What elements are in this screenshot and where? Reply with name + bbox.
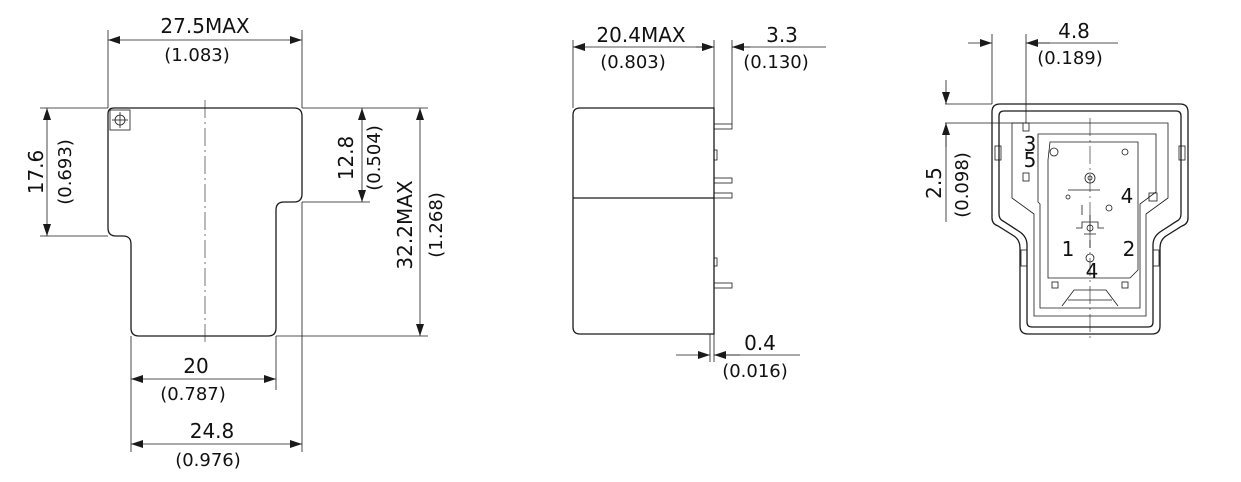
contact-schematic [1068, 189, 1104, 248]
dim-pin-length-mm: 3.3 [766, 23, 798, 47]
side-tab [1152, 249, 1160, 267]
front-view: 27.5MAX (1.083) 17.6 (0.693) 12.8 (0.504… [24, 14, 447, 471]
dim-total-height-mm: 32.2MAX [393, 180, 417, 269]
dim-outer-width-in: (0.976) [175, 450, 241, 471]
bottom-view: 3 5 4 1 2 4 4.8 (0.189) 2.5 (0.098) [922, 19, 1189, 340]
pin-hole [1121, 148, 1129, 156]
side-pin [713, 123, 733, 130]
pin-pad [1051, 281, 1059, 289]
dim-pin-length-in: (0.130) [743, 52, 809, 73]
dim-pin-thickness-mm: 0.4 [744, 331, 776, 355]
side-pin-root [713, 149, 718, 161]
pin-pad-3 [1022, 172, 1030, 182]
dim-pin-thickness-in: (0.016) [722, 361, 788, 382]
coil-symbol [1086, 224, 1094, 232]
dim-front-width-in: (1.083) [164, 45, 230, 66]
side-tab [1020, 249, 1028, 267]
side-tab [1178, 145, 1186, 161]
dim-step-in: (0.504) [364, 125, 385, 191]
bottom-rail [1011, 122, 1169, 317]
pin-label-4-bottom: 4 [1086, 259, 1099, 283]
dim-left-height-mm: 17.6 [24, 150, 48, 195]
dim-bottom-offset-in: (0.189) [1037, 48, 1103, 69]
dim-front-width-mm: 27.5MAX [160, 14, 249, 38]
pin-hole [1085, 253, 1095, 263]
side-pin [713, 177, 733, 184]
dim-bottom-pitch-in: (0.098) [952, 152, 973, 218]
pin-pad-4 [1148, 192, 1158, 202]
dim-total-height-in: (1.268) [426, 192, 447, 258]
dim-outer-width-mm: 24.8 [190, 419, 235, 443]
dim-lower-width-in: (0.787) [160, 384, 226, 405]
pin-pad-5 [1022, 122, 1030, 132]
side-view-outline [572, 107, 715, 335]
side-tab [994, 145, 1002, 161]
dim-side-depth-in: (0.803) [600, 52, 666, 73]
bottom-outline-inner [998, 110, 1182, 328]
pin-hole [1065, 194, 1071, 200]
front-view-outline [107, 107, 303, 337]
pin-hole [1105, 204, 1113, 212]
pin-hole [1084, 172, 1096, 184]
dim-step-mm: 12.8 [334, 136, 358, 181]
dim-left-height-in: (0.693) [55, 139, 76, 205]
pin-label-5: 5 [1024, 148, 1037, 172]
pin-hole-center [1087, 175, 1093, 181]
bottom-outline-outer [991, 103, 1189, 335]
pin-hole [1049, 147, 1059, 157]
pin-label-2: 2 [1123, 237, 1136, 261]
pin-pad [1121, 281, 1129, 289]
bottom-rail-inner [1037, 133, 1157, 309]
side-pin [713, 192, 733, 199]
coil-frame [1047, 141, 1139, 279]
dim-bottom-pitch-mm: 2.5 [922, 167, 946, 199]
pin-label-4-right: 4 [1121, 184, 1134, 208]
pin-label-3: 3 [1024, 132, 1037, 156]
center-notch [1061, 289, 1119, 307]
dim-lower-width-mm: 20 [183, 354, 208, 378]
dim-bottom-offset-mm: 4.8 [1058, 19, 1090, 43]
side-pin [713, 282, 733, 289]
side-view: 20.4MAX (0.803) 3.3 (0.130) 0.4 (0.016) [572, 23, 826, 382]
pin-label-1: 1 [1062, 237, 1075, 261]
dim-side-depth-mm: 20.4MAX [596, 23, 685, 47]
side-pin-root [713, 257, 718, 267]
mounting-mark [109, 109, 131, 131]
